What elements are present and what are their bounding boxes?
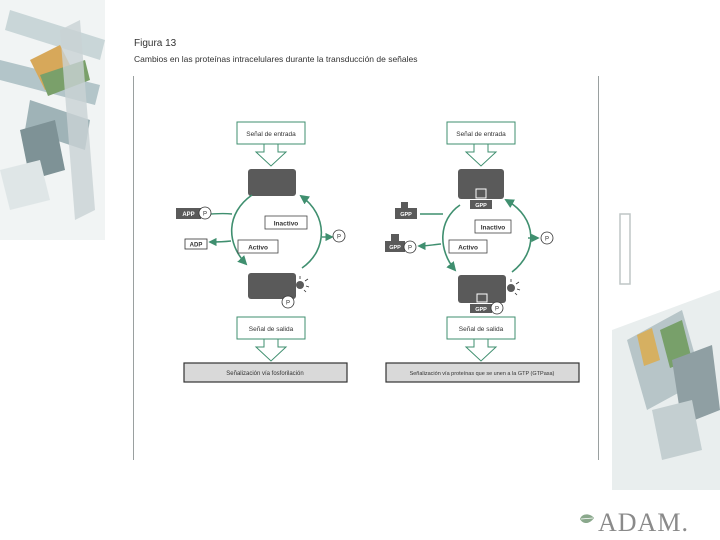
right-arrow-up [506, 200, 531, 272]
left-activation-burst [296, 281, 304, 289]
right-arrow-down [443, 205, 460, 270]
right-output-signal: Señal de salida [447, 317, 515, 361]
right-gpp-bottom-label: GPP [475, 307, 487, 313]
right-bound-phosphate-label: P [495, 307, 499, 313]
right-gpp2-arrow [419, 244, 441, 246]
adam-logo-text: ADAM. [598, 508, 689, 538]
left-active-label: Activo [248, 245, 268, 252]
left-panel: Señal de entrada Inactivo Activo APP P A… [176, 122, 347, 382]
right-gpp-top-label: GPP [475, 203, 487, 209]
left-arrow-up [301, 196, 321, 268]
left-bound-phosphate-label: P [286, 301, 290, 307]
right-input-signal: Señal de entrada [447, 122, 515, 166]
left-adp-label: ADP [190, 243, 203, 249]
left-inactive-label: Inactivo [274, 221, 299, 228]
left-free-phosphate-label: P [337, 235, 341, 241]
right-output-label: Señal de salida [459, 326, 504, 333]
left-protein-inactive [248, 169, 296, 196]
left-output-label: Señal de salida [249, 326, 294, 333]
right-gpp2-phosphate-label: P [408, 246, 412, 252]
left-adp-arrow [210, 241, 231, 242]
left-output-signal: Señal de salida [237, 317, 305, 361]
left-input-label: Señal de entrada [246, 131, 296, 138]
left-input-signal: Señal de entrada [237, 122, 305, 166]
left-protein-active [248, 273, 296, 299]
right-inactive-label: Inactivo [481, 225, 506, 232]
right-active-label: Activo [458, 245, 478, 252]
right-panel: Señal de entrada GPP Inactivo Activo GPP… [385, 122, 579, 382]
left-app-phosphate-label: P [203, 212, 207, 218]
right-protein-active [458, 275, 506, 303]
left-arrow-down [232, 195, 252, 264]
left-footer-label: Señalización vía fosforilación [226, 371, 303, 377]
right-activation-burst [507, 284, 515, 292]
right-free-phosphate-label: P [545, 237, 549, 243]
right-gpp-left-label: GPP [400, 212, 412, 218]
left-app-label: APP [182, 212, 194, 218]
right-protein-inactive [458, 169, 504, 199]
adam-leaf-logo [578, 512, 596, 526]
right-footer-label: Señalización vía proteínas que se unen a… [410, 371, 555, 377]
right-input-label: Señal de entrada [456, 131, 506, 138]
right-gpp-left2-label: GPP [389, 245, 401, 251]
